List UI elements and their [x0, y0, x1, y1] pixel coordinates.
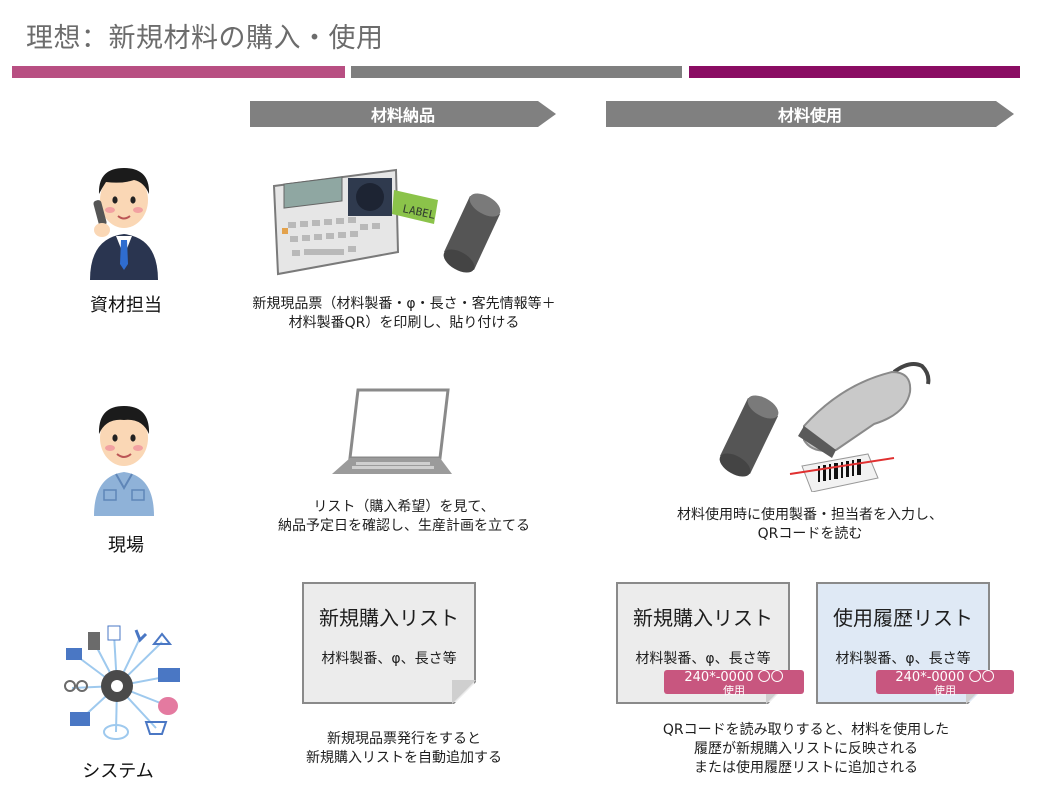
phase-label-usage: 材料使用 — [777, 106, 842, 125]
doc-fields: 材料製番、φ、長さ等 — [835, 651, 971, 667]
role-materials: 資材担当 — [90, 295, 162, 316]
caption-scan: 材料使用時に使用製番・担当者を入力し、 QRコードを読む — [620, 506, 1000, 544]
page-title: 理想：新規材料の購入・使用 — [26, 23, 384, 54]
header-band-left — [12, 66, 345, 78]
caption-reflect-line3: または使用履歴リストに追加される — [694, 760, 918, 776]
caption-scan-line2: QRコードを読む — [757, 526, 863, 542]
caption-reflect: QRコードを読み取りすると、材料を使用した 履歴が新規購入リストに反映される ま… — [610, 721, 1002, 778]
caption-print-label-line2: 材料製番QR）を印刷し、貼り付ける — [288, 315, 520, 331]
system-network-icon — [64, 625, 180, 740]
worker-icon — [94, 406, 154, 516]
phase-arrow-delivery: 材料納品 — [250, 101, 556, 127]
caption-print-label: 新規現品票（材料製番・φ・長さ・客先情報等＋ 材料製番QR）を印刷し、貼り付ける — [236, 295, 572, 333]
laptop-icon — [332, 388, 452, 474]
barcode-scanner-icon — [789, 362, 931, 492]
usage-tag-status: 使用 — [723, 684, 745, 697]
caption-check-list-line2: 納品予定日を確認し、生産計画を立てる — [278, 518, 530, 534]
caption-reflect-line1: QRコードを読み取りすると、材料を使用した — [662, 722, 950, 738]
usage-tag: 240*-0000 〇〇 使用 — [876, 670, 1014, 697]
usage-tag-id: 240*-0000 〇〇 — [684, 670, 784, 685]
phase-label-delivery: 材料納品 — [370, 106, 435, 125]
caption-print-label-line1: 新規現品票（材料製番・φ・長さ・客先情報等＋ — [252, 296, 556, 312]
doc-fields: 材料製番、φ、長さ等 — [321, 651, 457, 667]
role-system: システム — [82, 761, 154, 782]
header-band-right — [689, 66, 1020, 78]
phase-arrow-usage: 材料使用 — [606, 101, 1014, 127]
caption-auto-add-line1: 新規現品票発行をすると — [327, 731, 481, 747]
role-site: 現場 — [108, 535, 144, 556]
label-printer-icon: LABEL — [272, 168, 438, 276]
doc-new-purchase-list: 新規購入リスト 材料製番、φ、長さ等 — [302, 582, 476, 704]
material-bar-icon — [443, 193, 501, 273]
caption-scan-line1: 材料使用時に使用製番・担当者を入力し、 — [677, 507, 943, 523]
usage-tag: 240*-0000 〇〇 使用 — [664, 670, 804, 697]
doc-title: 新規購入リスト — [633, 606, 773, 630]
person-phone-icon — [90, 168, 158, 280]
caption-auto-add: 新規現品票発行をすると 新規購入リストを自動追加する — [236, 730, 572, 768]
usage-tag-id: 240*-0000 〇〇 — [895, 670, 995, 685]
material-bar-icon — [719, 395, 779, 477]
caption-check-list-line1: リスト（購入希望）を見て、 — [313, 499, 495, 515]
doc-fields: 材料製番、φ、長さ等 — [635, 651, 771, 667]
caption-reflect-line2: 履歴が新規購入リストに反映される — [694, 741, 918, 757]
doc-title: 新規購入リスト — [319, 606, 459, 630]
caption-check-list: リスト（購入希望）を見て、 納品予定日を確認し、生産計画を立てる — [236, 498, 572, 536]
doc-title: 使用履歴リスト — [833, 606, 973, 630]
usage-tag-status: 使用 — [934, 684, 956, 697]
caption-auto-add-line2: 新規購入リストを自動追加する — [306, 750, 502, 766]
header-band-mid — [351, 66, 682, 78]
